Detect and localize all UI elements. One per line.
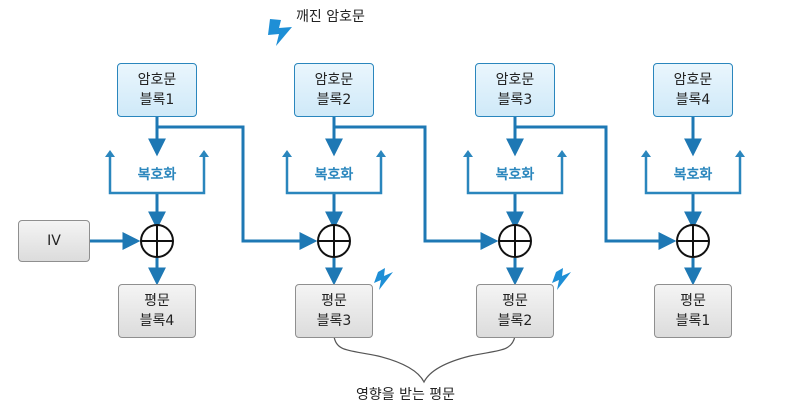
- chain-c3-x4: [515, 125, 677, 250]
- cipher-block-3-title: 암호문: [495, 72, 535, 88]
- chain-c1-x2: [157, 125, 318, 250]
- cipher-block-2-label: 블록2: [316, 92, 352, 108]
- decrypt-bracket-3: [466, 155, 564, 195]
- cipher-block-4-label: 블록4: [675, 92, 711, 108]
- broken-cipher-note: 깨진 암호문: [296, 9, 365, 25]
- lightning-icon-plain3: [374, 268, 393, 290]
- cipher-block-4-title: 암호문: [673, 72, 713, 88]
- plain-block-4-title: 평문: [680, 293, 706, 309]
- decrypt-label-4: 복호화: [673, 167, 713, 183]
- cipher-block-2: 암호문 블록2: [294, 63, 374, 117]
- affected-brace: [333, 335, 516, 384]
- plain-block-4-label: 블록1: [675, 313, 711, 329]
- plain-block-2-title: 평문: [321, 293, 347, 309]
- cipher-block-4: 암호문 블록4: [653, 63, 733, 117]
- cipher-block-1-label: 블록1: [139, 92, 175, 108]
- decrypt-label-2: 복호화: [314, 167, 354, 183]
- plain-block-1-title: 평문: [144, 293, 170, 309]
- decrypt-bracket-4: [644, 155, 742, 195]
- plain-block-3: 평문 블록2: [476, 284, 554, 338]
- lightning-icon-cipher: [268, 19, 292, 46]
- lightning-icon-plain2: [552, 268, 571, 290]
- decrypt-label-3: 복호화: [495, 167, 535, 183]
- plain-block-1-label: 블록4: [139, 313, 175, 329]
- plain-block-3-label: 블록2: [497, 313, 533, 329]
- decrypt-bracket-1: [108, 155, 206, 195]
- xor-icon-4: [676, 224, 710, 258]
- cipher-block-1-title: 암호문: [137, 72, 177, 88]
- affected-plaintext-note: 영향을 받는 평문: [356, 387, 456, 403]
- decrypt-bracket-2: [285, 155, 383, 195]
- decrypt-label-1: 복호화: [137, 167, 177, 183]
- cipher-block-3-label: 블록3: [497, 92, 533, 108]
- plain-block-1: 평문 블록4: [118, 284, 196, 338]
- xor-icon-1: [140, 224, 174, 258]
- plain-block-3-title: 평문: [502, 293, 528, 309]
- plain-block-2: 평문 블록3: [295, 284, 373, 338]
- plain-block-2-label: 블록3: [316, 313, 352, 329]
- iv-label: IV: [47, 233, 61, 249]
- xor-icon-3: [498, 224, 532, 258]
- chain-c2-x3: [334, 125, 499, 250]
- plain-block-4: 평문 블록1: [654, 284, 732, 338]
- cipher-block-2-title: 암호문: [314, 72, 354, 88]
- iv-block: IV: [18, 220, 90, 262]
- cipher-block-3: 암호문 블록3: [475, 63, 555, 117]
- cipher-block-1: 암호문 블록1: [117, 63, 197, 117]
- xor-icon-2: [317, 224, 351, 258]
